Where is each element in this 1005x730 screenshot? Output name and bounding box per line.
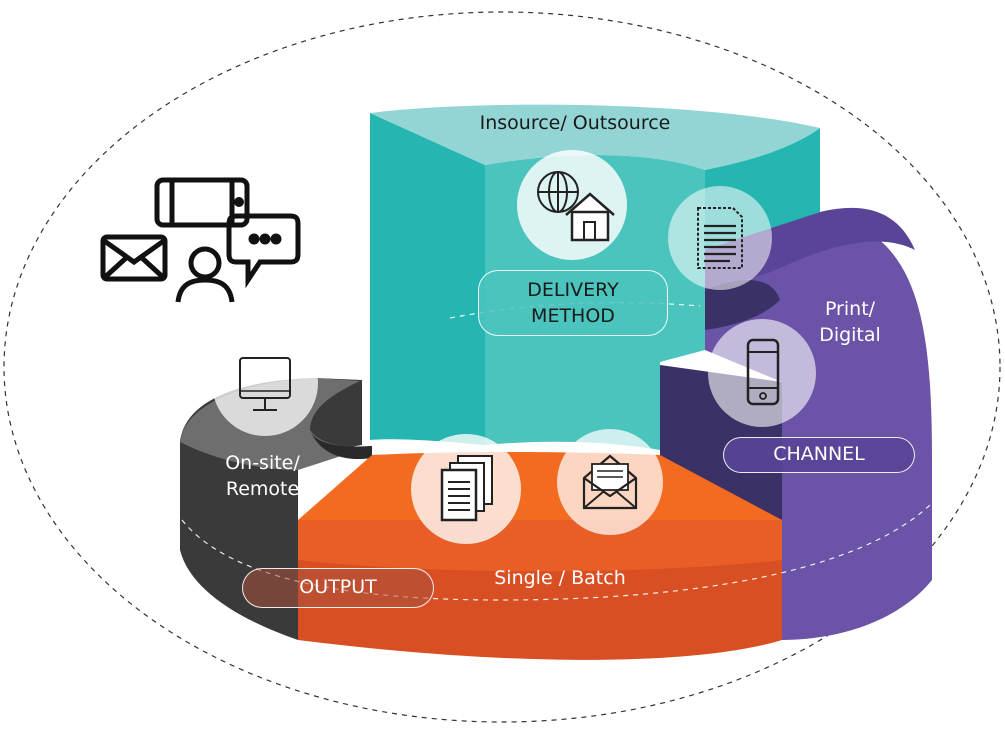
devices-person-icon xyxy=(100,177,301,303)
delivery-badge-line1: DELIVERY xyxy=(527,279,619,301)
open-envelope-icon xyxy=(557,429,663,535)
outer-dashed-ellipse xyxy=(3,11,1001,723)
channel-label-line1: Print/ xyxy=(824,298,876,320)
channel-badge: CHANNEL xyxy=(723,437,915,473)
globe-house-icon xyxy=(517,150,627,260)
documents-stack-icon xyxy=(411,434,521,544)
location-label-line2: Remote xyxy=(225,478,300,500)
inner-dashed-ring xyxy=(181,504,931,601)
desktop-monitor-icon xyxy=(212,330,318,436)
delivery-method-badge: DELIVERY METHOD xyxy=(478,270,668,336)
location-side-label: On-site/ Remote xyxy=(200,450,325,502)
channel-side-label: Print/ Digital xyxy=(795,296,905,348)
document-icon xyxy=(668,186,772,290)
smartphone-icon xyxy=(708,319,816,427)
delivery-badge-line2: METHOD xyxy=(531,305,615,327)
segment-output xyxy=(298,451,782,660)
output-badge: OUTPUT xyxy=(242,568,434,608)
channel-label-line2: Digital xyxy=(819,324,881,346)
location-label-line1: On-site/ xyxy=(225,452,300,474)
output-front-label: Single / Batch xyxy=(494,567,626,589)
delivery-top-label: Insource/ Outsource xyxy=(479,112,671,134)
